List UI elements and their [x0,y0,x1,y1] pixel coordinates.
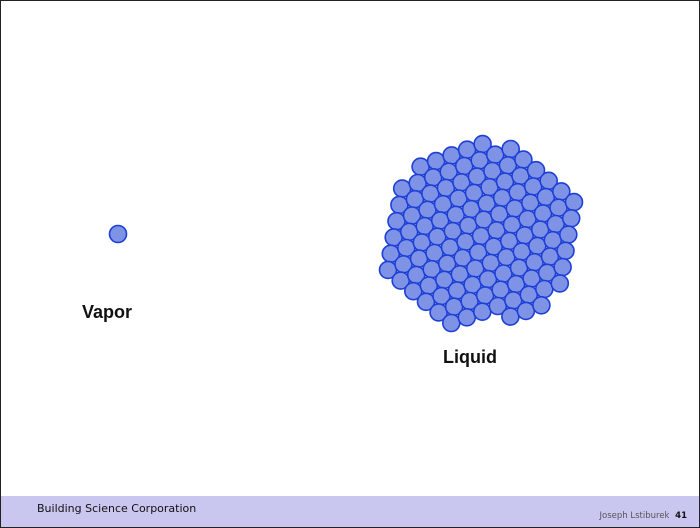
vapor-label: Vapor [82,302,133,322]
footer-credit: Joseph Lstiburek 41 [600,511,688,521]
liquid-molecule [561,209,581,228]
liquid-molecule [553,257,572,277]
liquid-molecule [441,313,461,333]
footer-author: Joseph Lstiburek [599,511,670,521]
liquid-molecule [457,307,477,327]
liquid-molecule [534,279,554,299]
liquid-molecule [564,192,584,212]
liquid-molecule [556,241,575,261]
vapor-molecule-group [108,224,128,244]
liquid-molecule [550,274,570,293]
liquid-molecule-cluster [378,134,584,333]
liquid-molecule [501,307,520,326]
footer-organization: Building Science Corporation [37,502,197,515]
liquid-molecule [516,301,536,321]
liquid-molecule [532,295,551,315]
liquid-label: Liquid [443,347,497,367]
vapor-molecule [108,224,128,244]
liquid-molecule [558,225,578,244]
molecule-illustration [108,134,584,333]
page-number: 41 [675,511,687,521]
footer-bar: Building Science Corporation Joseph Lsti… [1,496,699,527]
liquid-molecule [472,302,492,322]
